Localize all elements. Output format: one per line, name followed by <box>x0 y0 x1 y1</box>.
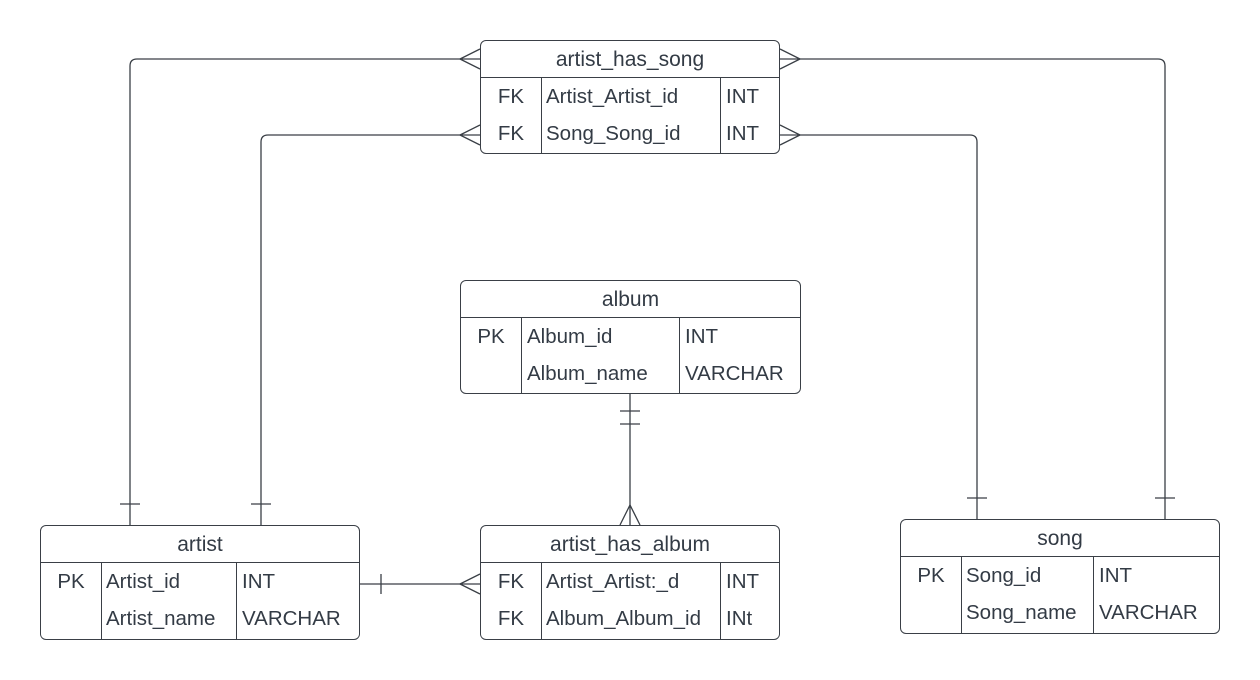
column-name-cell: Song_name <box>966 601 1077 624</box>
column-name-cell: Album_Album_id <box>546 607 701 630</box>
column-type-cell: INT <box>726 122 760 145</box>
key-cell <box>901 594 961 631</box>
key-cell: PK <box>917 564 945 587</box>
table-row: PK Album_id INT <box>461 318 800 355</box>
key-cell: PK <box>57 570 85 593</box>
connector-artist-to-artist-has-album <box>360 573 481 595</box>
column-divider <box>961 557 962 633</box>
table-title: artist_has_song <box>481 41 779 78</box>
table-song: song PK Song_id INT Song_name VARCHAR <box>900 519 1220 634</box>
table-artist-has-song: artist_has_song FK Artist_Artist_id INT … <box>480 40 780 154</box>
column-type-cell: INT <box>726 85 760 108</box>
table-title: artist <box>41 526 359 563</box>
column-divider <box>541 78 542 153</box>
column-divider <box>679 318 680 393</box>
column-divider <box>541 563 542 639</box>
table-album: album PK Album_id INT Album_name VARCHAR <box>460 280 801 394</box>
connector-artist-to-artist-has-song-inner <box>251 124 481 525</box>
key-cell: FK <box>497 607 525 630</box>
table-row: FK Artist_Artist:_d INT <box>481 563 779 600</box>
table-row: Song_name VARCHAR <box>901 594 1219 631</box>
column-name-cell: Artist_Artist:_d <box>546 570 680 593</box>
column-type-cell: INt <box>726 607 753 630</box>
key-cell <box>461 355 521 392</box>
table-row: Artist_name VARCHAR <box>41 600 359 637</box>
table-title: album <box>461 281 800 318</box>
table-artist: artist PK Artist_id INT Artist_name VARC… <box>40 525 360 640</box>
column-name-cell: Song_Song_id <box>546 122 681 145</box>
table-row: PK Artist_id INT <box>41 563 359 600</box>
table-row: Album_name VARCHAR <box>461 355 800 392</box>
key-cell: PK <box>477 325 505 348</box>
column-divider <box>101 563 102 639</box>
column-type-cell: INT <box>726 570 760 593</box>
column-name-cell: Song_id <box>966 564 1042 587</box>
column-divider <box>720 78 721 153</box>
column-divider <box>1093 557 1094 633</box>
column-type-cell: VARCHAR <box>242 607 341 630</box>
column-name-cell: Artist_id <box>106 570 181 593</box>
column-type-cell: INT <box>1099 564 1133 587</box>
column-type-cell: VARCHAR <box>685 362 784 385</box>
key-cell: FK <box>497 122 525 145</box>
connector-artist-to-artist-has-song-outer <box>120 48 481 525</box>
connector-album-to-artist-has-album <box>619 394 641 526</box>
column-divider <box>521 318 522 393</box>
key-cell: FK <box>497 85 525 108</box>
table-row: FK Album_Album_id INt <box>481 600 779 637</box>
column-type-cell: INT <box>242 570 276 593</box>
key-cell <box>41 600 101 637</box>
column-divider <box>236 563 237 639</box>
table-title: artist_has_album <box>481 526 779 563</box>
column-type-cell: VARCHAR <box>1099 601 1198 624</box>
table-artist-has-album: artist_has_album FK Artist_Artist:_d INT… <box>480 525 780 640</box>
table-row: FK Artist_Artist_id INT <box>481 78 779 115</box>
table-row: FK Song_Song_id INT <box>481 115 779 152</box>
connector-song-to-artist-has-song-outer <box>779 48 1175 519</box>
key-cell: FK <box>497 570 525 593</box>
table-title: song <box>901 520 1219 557</box>
column-name-cell: Album_name <box>527 362 648 385</box>
connector-song-to-artist-has-song-inner <box>779 124 987 519</box>
column-name-cell: Artist_Artist_id <box>546 85 679 108</box>
column-name-cell: Artist_name <box>106 607 216 630</box>
column-type-cell: INT <box>685 325 719 348</box>
table-row: PK Song_id INT <box>901 557 1219 594</box>
column-divider <box>720 563 721 639</box>
column-name-cell: Album_id <box>527 325 613 348</box>
